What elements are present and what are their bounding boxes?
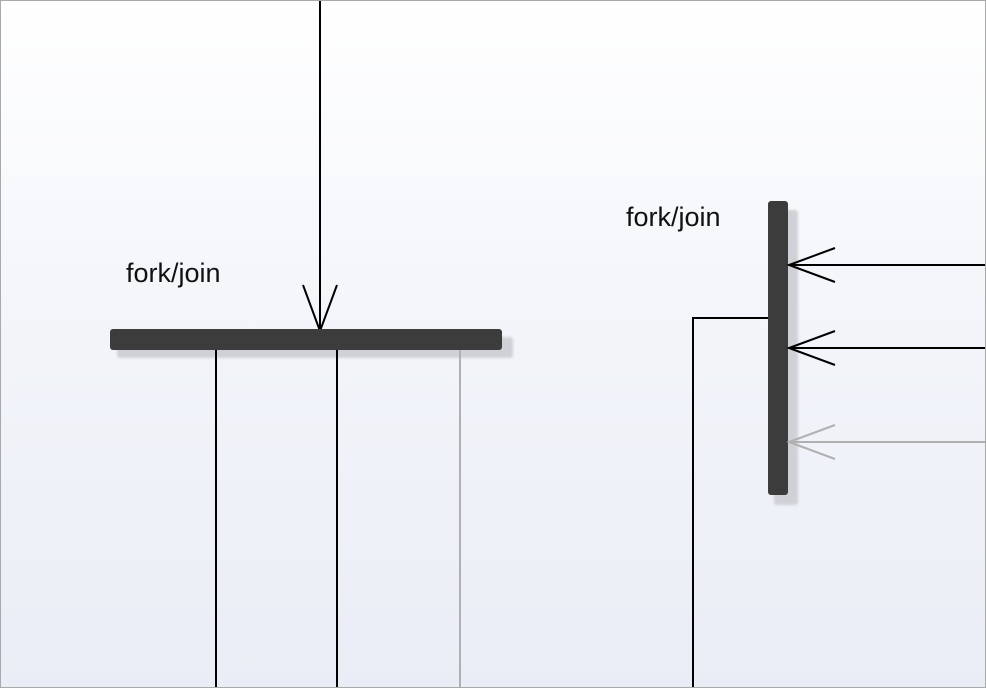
right-incoming-flow-1[interactable] — [786, 247, 986, 283]
left-fork-bar[interactable] — [110, 329, 502, 350]
right-fork-join[interactable]: fork/join — [626, 201, 986, 688]
right-incoming-arrowhead-1 — [786, 247, 836, 283]
right-incoming-flow-2[interactable] — [786, 330, 986, 366]
right-fork-label: fork/join — [626, 202, 721, 232]
right-incoming-arrowhead-2 — [786, 330, 836, 366]
right-incoming-flow-3-faded[interactable] — [786, 424, 986, 460]
right-outgoing-flow[interactable] — [692, 317, 768, 688]
right-fork-bar[interactable] — [768, 201, 788, 495]
left-fork-label: fork/join — [126, 258, 221, 288]
right-incoming-arrowhead-3 — [786, 424, 836, 460]
left-fork-join[interactable]: fork/join — [110, 1, 513, 688]
left-incoming-flow[interactable] — [302, 1, 338, 334]
